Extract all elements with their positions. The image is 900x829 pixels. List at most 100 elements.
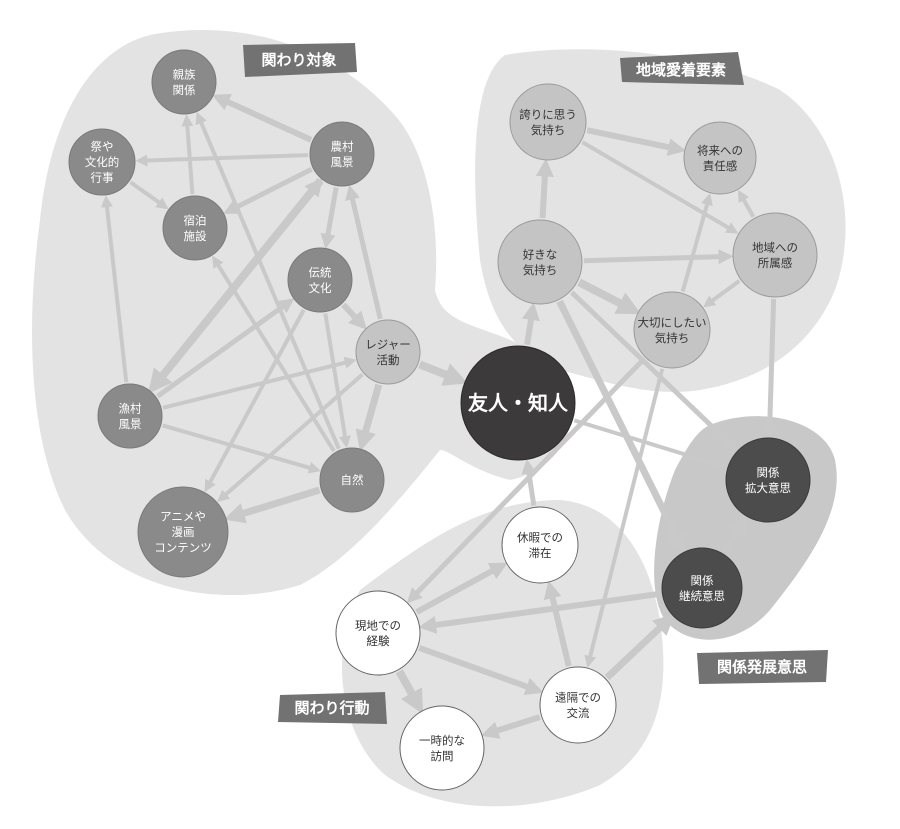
edge-gyoson-to-shizen (162, 423, 321, 474)
node-circle (68, 128, 136, 196)
edge-shizen-to-shinzoku (195, 111, 341, 450)
node-circle (151, 49, 217, 115)
node-label: 友人・知人 (468, 391, 569, 415)
node-label: 気持ち (531, 123, 566, 137)
edge-gyoson-to-noson (149, 177, 323, 392)
node-circle (460, 345, 576, 461)
node-circle (137, 486, 229, 578)
node-label: 文化的 (85, 155, 120, 169)
edge-noson-to-matsuri (135, 153, 309, 167)
edge-noson-to-dento (320, 187, 339, 249)
node-label: 農村 (331, 139, 354, 153)
node-label: 祭や (91, 140, 114, 154)
node-circle (683, 121, 757, 195)
node-label: 活動 (377, 353, 400, 367)
node-circle (355, 319, 421, 385)
edge-gyoson-to-matsuri (101, 195, 129, 383)
edge-enkaku-to-kyuka (543, 580, 572, 667)
edge-dento-to-anime (204, 308, 306, 493)
edge-enkaku-to-keizoku (604, 613, 675, 681)
edge-genchi-to-kyuka (415, 562, 508, 615)
node-circle (661, 547, 743, 629)
edge-noson-to-shinzoku (211, 93, 313, 143)
node-label: 訪問 (431, 749, 454, 763)
node-label: レジャー (365, 337, 410, 351)
edge-hokori-to-shozoku (581, 140, 739, 234)
node-label: 自然 (341, 473, 364, 487)
node-label: 交流 (567, 706, 590, 720)
node-label: 風景 (331, 155, 354, 169)
node-label: コンテンツ (154, 541, 212, 555)
node-circle (399, 705, 485, 791)
node-label: 宿泊 (184, 213, 207, 227)
nodes-layer: 親族関係祭や文化的行事宿泊施設農村風景伝統文化レジャー活動漁村風景自然アニメや漫… (68, 49, 818, 791)
node-circle (501, 506, 579, 584)
edge-shukuhaku-to-shinzoku (181, 114, 195, 195)
edge-suki-to-shozoku (583, 249, 734, 265)
node-label: 継続意思 (679, 589, 725, 603)
edge-leisure-to-yujin (418, 360, 468, 386)
edge-taisetsu-to-shorai (680, 193, 713, 293)
node-label: 関係 (173, 83, 196, 97)
node-label: 施設 (184, 229, 207, 243)
node-circle (319, 447, 385, 513)
edge-leisure-to-shizen (355, 383, 383, 452)
edge-matsuri-to-shukuhaku (129, 180, 169, 210)
node-circle (335, 590, 421, 676)
edge-hokori-to-shorai (586, 127, 687, 157)
node-label: 遠隔での (555, 690, 601, 704)
edge-genchi-to-enkaku (418, 645, 544, 695)
edge-shozoku-to-shorai (737, 189, 756, 218)
node-circle (633, 291, 711, 369)
edge-suki-to-taisetsu (577, 278, 642, 315)
node-label: 責任感 (703, 159, 738, 173)
node-label: 関係 (757, 465, 780, 479)
node-label: 地域への (752, 240, 798, 254)
edge-genchi-to-ichiji (395, 669, 424, 715)
edge-keizoku-to-genchi (418, 590, 661, 634)
node-circle (309, 121, 375, 187)
svg-text:地域愛着要素: 地域愛着要素 (636, 61, 726, 79)
node-yujin: 友人・知人 (460, 345, 576, 461)
node-label: 滞在 (529, 546, 552, 560)
tag-development: 関係発展意思 (697, 650, 828, 684)
svg-text:関わり対象: 関わり対象 (261, 51, 336, 69)
edge-shozoku-to-kakudai (762, 298, 778, 439)
edge-suki-to-kakudai (570, 290, 739, 452)
node-circle (732, 212, 818, 298)
node-label: 休暇での (517, 530, 563, 544)
edge-leisure-to-noson (345, 184, 383, 320)
node-label: 拡大意思 (745, 481, 791, 495)
edge-enkaku-to-ichiji (480, 714, 541, 739)
node-label: 将来への (697, 143, 743, 157)
edge-dento-to-leisure (341, 302, 367, 330)
node-label: 気持ち (523, 263, 558, 277)
edges-layer (101, 93, 778, 739)
tag-actions: 関わり行動 (278, 692, 387, 724)
edge-gyoson-to-leisure (162, 356, 357, 410)
node-circle (725, 437, 811, 523)
edge-suki-to-hokori (535, 158, 554, 219)
node-label: アニメや (160, 510, 206, 524)
node-label: 伝統 (309, 265, 332, 279)
node-label: 大切にしたい (638, 315, 707, 329)
node-label: 所属感 (758, 256, 793, 270)
svg-text:関わり行動: 関わり行動 (294, 699, 369, 717)
edge-taisetsu-to-genchi (406, 356, 646, 604)
